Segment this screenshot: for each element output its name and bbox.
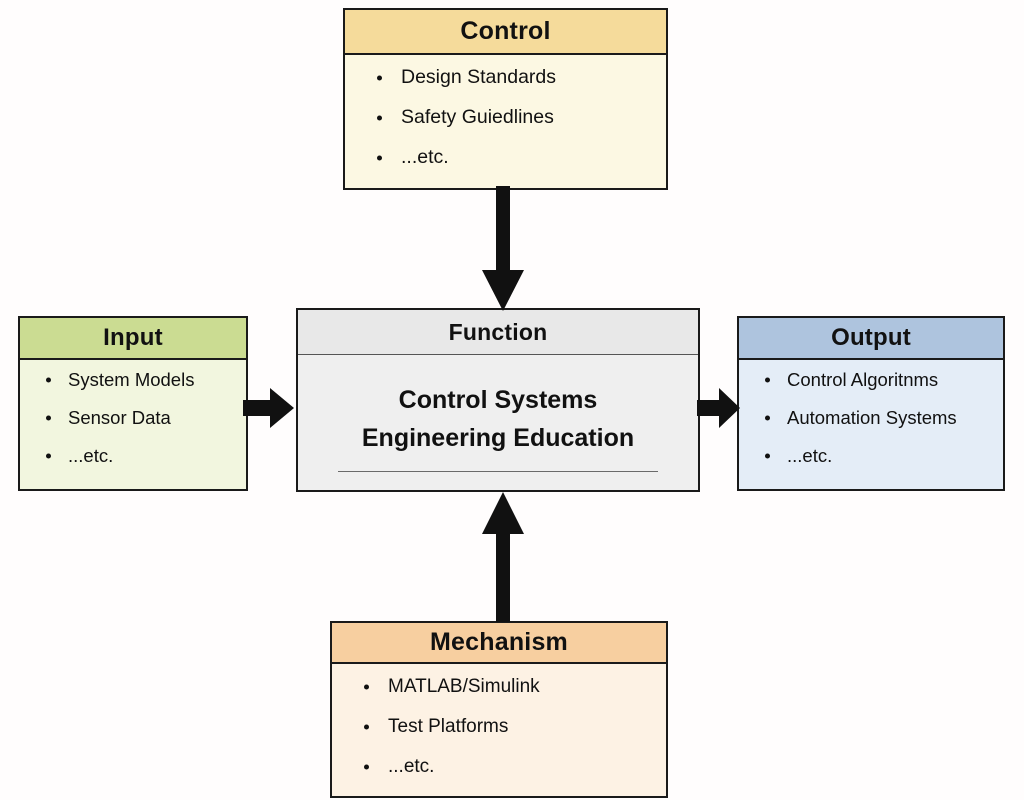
bullet-icon: [765, 415, 770, 421]
arrow-mechanism-to-function-icon: [482, 492, 524, 622]
list-item: Safety Guiedlines: [377, 107, 666, 128]
bullet-icon: [46, 415, 51, 421]
output-box-title: Output: [739, 318, 1003, 360]
bullet-icon: [364, 684, 369, 689]
input-box-title: Input: [20, 318, 246, 360]
list-item: Automation Systems: [765, 408, 1003, 428]
control-box-title: Control: [345, 10, 666, 55]
list-item: ...etc.: [364, 756, 666, 777]
list-item: Test Platforms: [364, 716, 666, 737]
list-item: MATLAB/Simulink: [364, 676, 666, 697]
list-item: ...etc.: [377, 147, 666, 168]
arrow-control-to-function-icon: [482, 186, 524, 311]
list-item: Sensor Data: [46, 408, 246, 428]
mechanism-item-list: MATLAB/Simulink Test Platforms ...etc.: [364, 676, 666, 796]
output-item-list: Control Algoritnms Automation Systems ..…: [765, 370, 1003, 484]
bullet-icon: [377, 155, 382, 160]
list-item: Design Standards: [377, 67, 666, 88]
bullet-icon: [46, 453, 51, 459]
bullet-icon: [377, 75, 382, 80]
mechanism-box-title: Mechanism: [332, 623, 666, 664]
function-box[interactable]: Function Control Systems Engineering Edu…: [296, 308, 700, 492]
list-item: Control Algoritnms: [765, 370, 1003, 390]
output-box-body: Control Algoritnms Automation Systems ..…: [739, 360, 1003, 489]
input-box-body: System Models Sensor Data ...etc.: [20, 360, 246, 489]
bullet-icon: [377, 115, 382, 120]
function-box-title: Function: [298, 310, 698, 355]
control-item-list: Design Standards Safety Guiedlines ...et…: [377, 67, 666, 187]
bullet-icon: [765, 453, 770, 459]
input-box[interactable]: Input System Models Sensor Data ...etc.: [18, 316, 248, 491]
bullet-icon: [364, 764, 369, 769]
list-item: ...etc.: [765, 446, 1003, 466]
function-box-body: Control Systems Engineering Education: [298, 355, 698, 490]
control-box[interactable]: Control Design Standards Safety Guiedlin…: [343, 8, 668, 190]
output-box[interactable]: Output Control Algoritnms Automation Sys…: [737, 316, 1005, 491]
arrow-function-to-output-icon: [697, 388, 740, 428]
mechanism-box-body: MATLAB/Simulink Test Platforms ...etc.: [332, 664, 666, 796]
bullet-icon: [364, 724, 369, 729]
bullet-icon: [46, 377, 51, 383]
function-main-label: Control Systems Engineering Education: [361, 385, 635, 452]
function-divider: [338, 470, 658, 473]
control-box-body: Design Standards Safety Guiedlines ...et…: [345, 55, 666, 188]
input-item-list: System Models Sensor Data ...etc.: [46, 370, 246, 484]
bullet-icon: [765, 377, 770, 383]
mechanism-box[interactable]: Mechanism MATLAB/Simulink Test Platforms…: [330, 621, 668, 798]
list-item: System Models: [46, 370, 246, 390]
arrow-input-to-function-icon: [243, 388, 294, 428]
list-item: ...etc.: [46, 446, 246, 466]
